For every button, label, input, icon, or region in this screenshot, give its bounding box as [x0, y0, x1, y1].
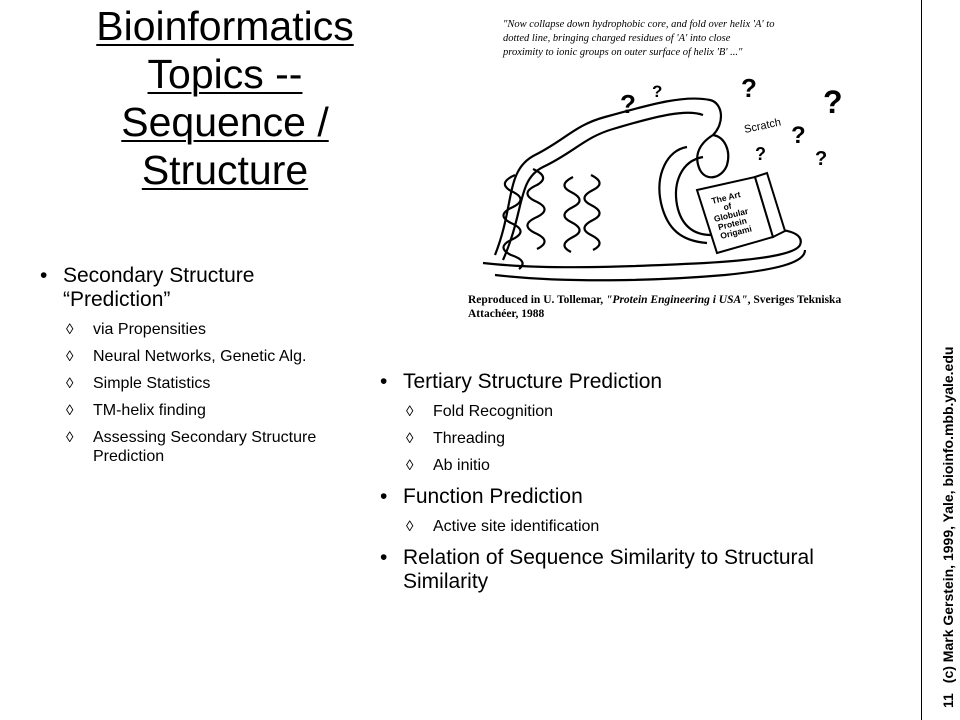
snake-body-icon	[482, 97, 807, 282]
list-item: Secondary Structure “Prediction” ◊ via Pr…	[38, 264, 358, 466]
title-line: Sequence /	[121, 99, 329, 145]
list-item-label: Function Prediction	[403, 485, 583, 508]
diamond-bullet-icon: ◊	[66, 375, 74, 392]
sub-list-item: ◊ Simple Statistics	[63, 374, 358, 393]
quote-line: dotted line, bringing charged residues o…	[503, 33, 731, 44]
slide-title: Bioinformatics Topics -- Sequence / Stru…	[55, 2, 395, 194]
sub-list-item: ◊ Active site identification	[403, 517, 818, 536]
question-mark-icon: ?	[791, 122, 806, 149]
sub-list: ◊ Active site identification	[403, 517, 818, 536]
list-item-label: Secondary Structure “Prediction”	[63, 264, 255, 311]
list-item: Tertiary Structure Prediction ◊ Fold Reco…	[378, 370, 818, 475]
diamond-bullet-icon: ◊	[66, 321, 74, 338]
diamond-bullet-icon: ◊	[66, 429, 74, 446]
sub-list: ◊ via Propensities ◊ Neural Networks, Gene…	[63, 320, 358, 466]
list-item: Function Prediction ◊ Active site identif…	[378, 485, 818, 536]
question-mark-icon: ?	[741, 73, 757, 103]
sub-list-item: ◊ Threading	[403, 429, 818, 448]
sub-list-item: ◊ Assessing Secondary Structure Predictio…	[63, 428, 358, 466]
sub-list-item: ◊ Fold Recognition	[403, 402, 818, 421]
diamond-bullet-icon: ◊	[406, 430, 414, 447]
sidebar-band	[921, 0, 960, 720]
diamond-bullet-icon: ◊	[406, 518, 414, 535]
sub-list-item-label: Assessing Secondary Structure Prediction	[93, 429, 317, 465]
question-mark-icon: ?	[755, 144, 766, 164]
list-item-label: Tertiary Structure Prediction	[403, 370, 663, 393]
sub-list: ◊ Fold Recognition ◊ Threading ◊ Ab initio	[403, 402, 818, 475]
sidebar-copyright: 11 (c) Mark Gerstein, 1999, Yale, bioinfo…	[940, 347, 956, 708]
sub-list-item-label: Ab initio	[433, 457, 490, 474]
sub-list-item-label: via Propensities	[93, 321, 206, 338]
diamond-bullet-icon: ◊	[406, 403, 414, 420]
book-title-line: of	[722, 201, 732, 213]
sub-list-item: ◊ TM-helix finding	[63, 401, 358, 420]
slide-number: 11	[940, 693, 956, 708]
left-bullet-list: Secondary Structure “Prediction” ◊ via Pr…	[38, 264, 358, 473]
list-item: Relation of Sequence Similarity to Struc…	[378, 546, 818, 594]
figure-caption: Reproduced in U. Tollemar, "Protein Engi…	[468, 293, 853, 321]
sub-list-item-label: TM-helix finding	[93, 402, 206, 419]
sub-list-item-label: Active site identification	[433, 518, 600, 535]
sub-list-item: ◊ via Propensities	[63, 320, 358, 339]
quote-line: proximity to ionic groups on outer surfa…	[502, 47, 743, 58]
title-line: Structure	[141, 147, 309, 193]
protein-snake-cartoon: "Now collapse down hydrophobic core, and…	[455, 5, 855, 345]
origami-book-icon: The Art of Globular Protein Origami	[695, 171, 787, 255]
quote-line: "Now collapse down hydrophobic core, and…	[503, 19, 774, 30]
question-mark-icon: ?	[815, 148, 827, 170]
caption-suffix: , Sveriges Tekniska Attachéer, 1988	[468, 294, 842, 320]
diamond-bullet-icon: ◊	[66, 402, 74, 419]
sub-list-item-label: Simple Statistics	[93, 375, 211, 392]
question-mark-icon: ?	[652, 82, 662, 101]
sub-list-item-label: Neural Networks, Genetic Alg.	[93, 348, 307, 365]
right-bullet-list: Tertiary Structure Prediction ◊ Fold Reco…	[378, 370, 818, 598]
title-line: Topics --	[147, 51, 303, 97]
diamond-bullet-icon: ◊	[406, 457, 414, 474]
question-mark-icon: ?	[620, 89, 636, 119]
cartoon-quote: "Now collapse down hydrophobic core, and…	[502, 19, 774, 58]
caption-prefix: Reproduced in U. Tollemar,	[468, 294, 607, 306]
list-item-label: Relation of Sequence Similarity to Struc…	[403, 546, 814, 593]
scratch-label: Scratch	[743, 116, 782, 135]
title-line: Bioinformatics	[96, 3, 354, 49]
copyright-text: (c) Mark Gerstein, 1999, Yale, bioinfo.m…	[940, 346, 956, 684]
caption-italic: "Protein Engineering i USA"	[606, 294, 748, 306]
sub-list-item: ◊ Neural Networks, Genetic Alg.	[63, 347, 358, 366]
question-mark-icon: ?	[823, 84, 843, 120]
sub-list-item: ◊ Ab initio	[403, 456, 818, 475]
diamond-bullet-icon: ◊	[66, 348, 74, 365]
sub-list-item-label: Threading	[433, 430, 506, 447]
sub-list-item-label: Fold Recognition	[433, 403, 554, 420]
